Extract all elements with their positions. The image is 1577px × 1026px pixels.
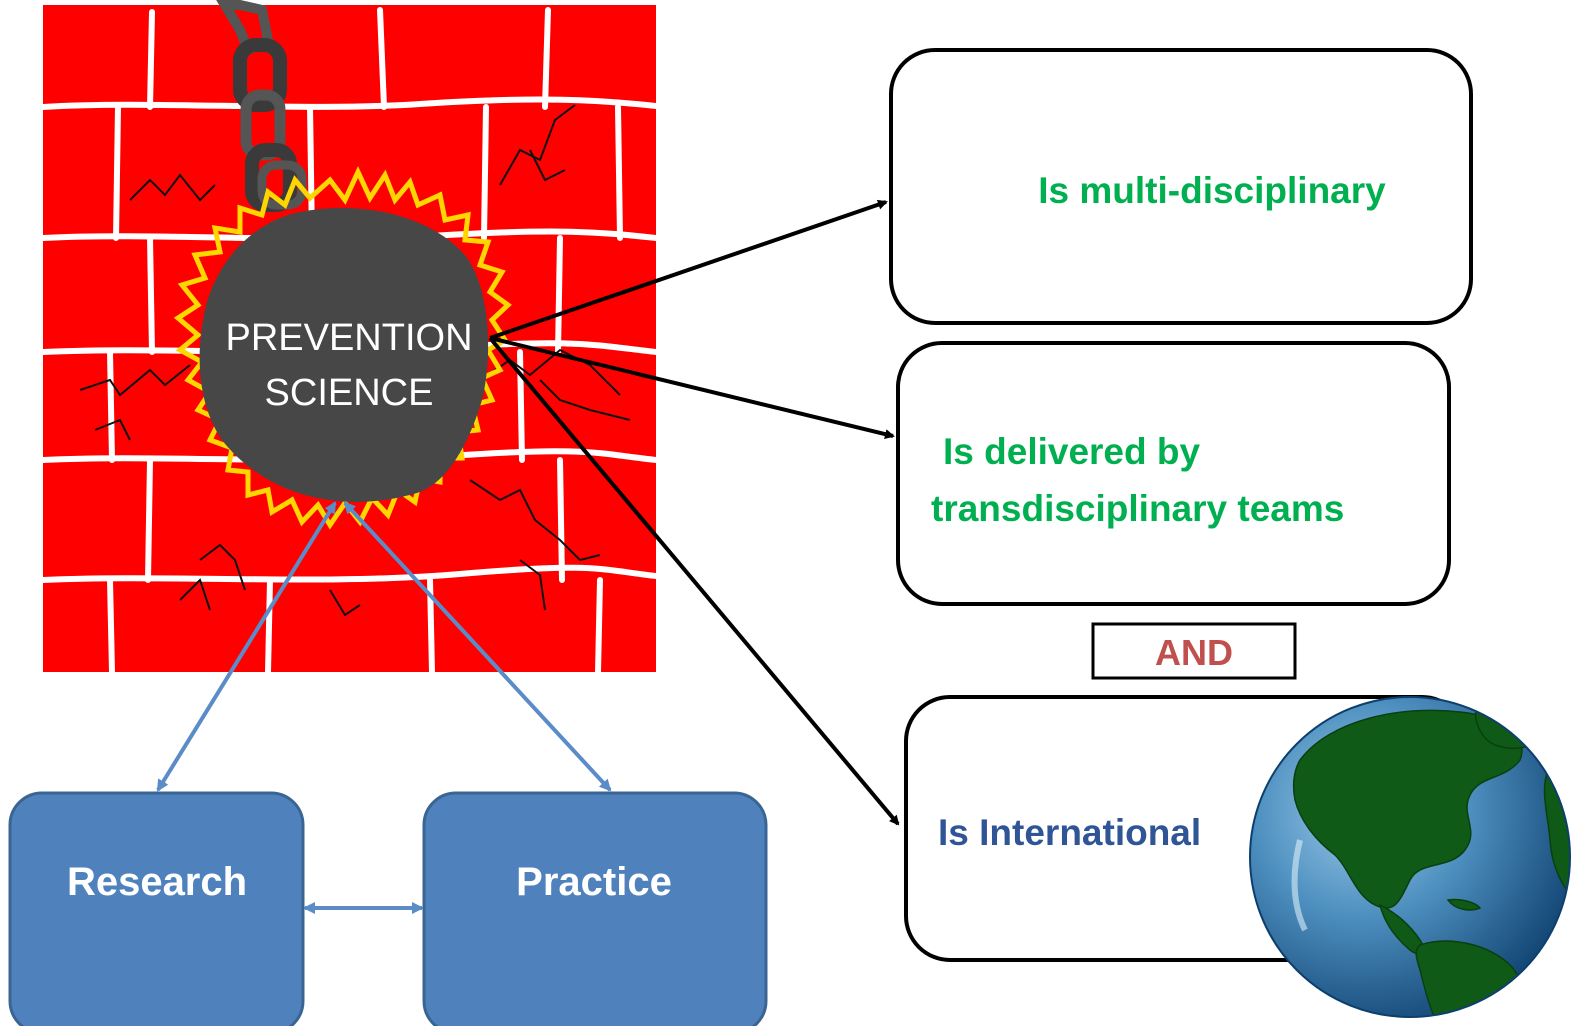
delivered-label-line1: Is delivered by — [943, 431, 1200, 472]
delivered-label-line2: transdisciplinary teams — [931, 488, 1344, 529]
chain-icon — [216, 0, 307, 212]
blue-connectors — [156, 501, 612, 914]
transdisciplinary-box: Is delivered by transdisciplinary teams — [896, 341, 1451, 606]
ball-label-line2: SCIENCE — [265, 372, 434, 414]
multi-disciplinary-label: Is multi-disciplinary — [1038, 170, 1386, 211]
practice-label: Practice — [516, 860, 672, 904]
black-arrows — [488, 199, 900, 826]
research-box: Research — [8, 791, 305, 1026]
practice-box: Practice — [422, 791, 768, 1026]
arrow-to-delivered — [489, 336, 895, 439]
research-label: Research — [67, 860, 247, 904]
globe-icon — [1249, 696, 1571, 1018]
arrow-to-international — [488, 336, 900, 826]
international-label: Is International — [938, 812, 1201, 853]
multi-disciplinary-box: Is multi-disciplinary — [889, 48, 1473, 325]
arrow-to-multi — [489, 199, 888, 340]
ball-label-line1: PREVENTION — [225, 317, 472, 359]
arrow-ball-practice — [343, 501, 612, 792]
and-label: AND — [1155, 632, 1233, 673]
wrecking-ball — [199, 207, 489, 503]
and-box: AND — [1091, 622, 1297, 680]
arrow-ball-research — [156, 501, 337, 792]
